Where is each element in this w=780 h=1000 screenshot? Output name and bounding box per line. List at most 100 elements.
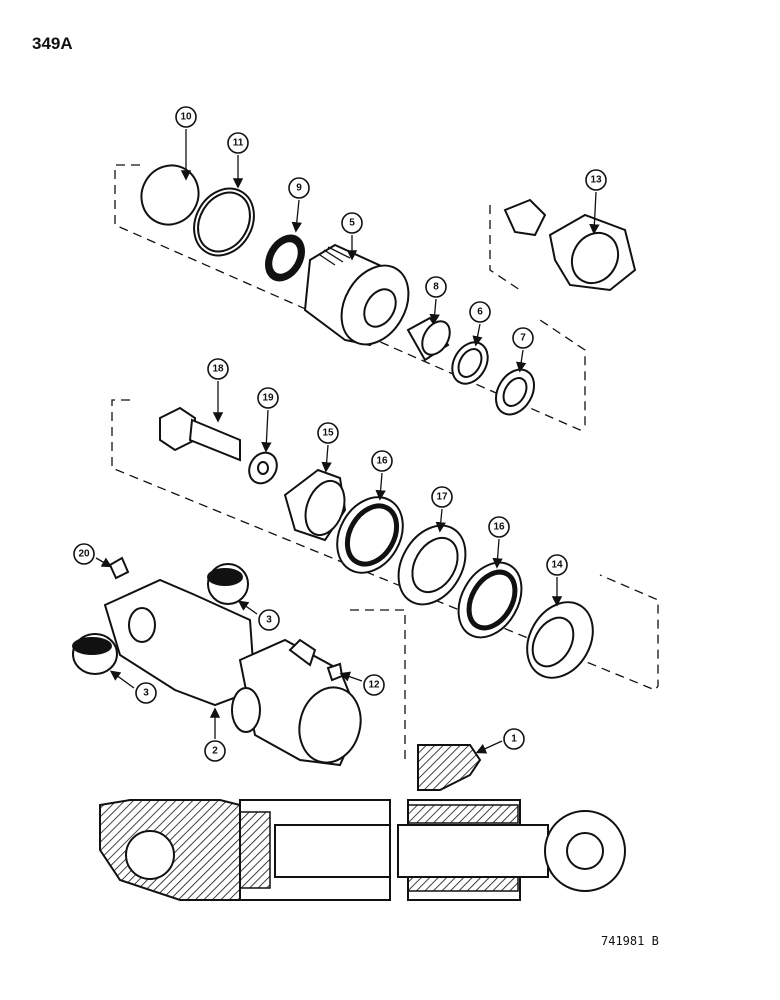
wear-ring-17	[397, 524, 467, 606]
callout-label: 19	[262, 393, 274, 404]
leader-line	[435, 508, 446, 533]
callout-18: 18	[207, 358, 229, 380]
pivot-group-outline	[350, 609, 406, 765]
leader-line	[492, 538, 503, 569]
callout-6: 6	[469, 301, 491, 323]
bushing-8	[406, 316, 451, 362]
callout-label: 10	[180, 112, 192, 123]
callout-circle	[363, 674, 385, 696]
callout-16: 16	[371, 450, 393, 472]
callout-label: 2	[212, 746, 218, 757]
callout-label: 13	[590, 175, 602, 186]
callout-circle	[371, 450, 393, 472]
callout-label: 6	[477, 307, 483, 318]
callout-20: 20	[73, 543, 95, 565]
leader-line	[321, 444, 332, 473]
callout-circle	[258, 609, 280, 631]
callout-1: 1	[503, 728, 525, 750]
backup-ring-11	[193, 187, 255, 257]
callout-circle	[288, 177, 310, 199]
callout-label: 15	[322, 428, 334, 439]
callout-circle	[175, 106, 197, 128]
callout-circle	[227, 132, 249, 154]
nut-14	[526, 601, 594, 679]
callout-7: 7	[512, 327, 534, 349]
bushing-3-upper	[207, 563, 249, 605]
callout-label: 3	[143, 688, 149, 699]
callout-circle	[341, 212, 363, 234]
callout-label: 11	[233, 138, 244, 149]
callout-circle	[431, 486, 453, 508]
bolt-18	[159, 406, 241, 462]
upper-group-outline	[114, 164, 586, 431]
callout-circle	[207, 358, 229, 380]
seal-16-upper	[336, 496, 404, 574]
callout-label: 12	[368, 680, 380, 691]
callout-10: 10	[175, 106, 197, 128]
callout-15: 15	[317, 422, 339, 444]
callout-3: 3	[135, 682, 157, 704]
leader-line	[261, 409, 272, 453]
callout-8: 8	[425, 276, 447, 298]
callout-label: 16	[376, 456, 388, 467]
callout-circle	[73, 543, 95, 565]
wiper-7	[495, 368, 535, 416]
callout-label: 16	[493, 522, 505, 533]
callout-label: 9	[296, 183, 302, 194]
leader-line	[291, 199, 302, 233]
callout-label: 5	[349, 218, 355, 229]
callout-label: 3	[266, 615, 272, 626]
leader-line	[475, 740, 503, 754]
rod-eye-13	[503, 198, 637, 292]
callout-circle	[546, 554, 568, 576]
grease-fitting-20	[108, 556, 130, 580]
callout-circle	[317, 422, 339, 444]
page-number: 349A	[32, 34, 73, 53]
leader-line	[339, 671, 363, 682]
callout-label: 8	[433, 282, 439, 293]
callout-16: 16	[488, 516, 510, 538]
leader-line	[429, 298, 440, 325]
callout-label: 7	[520, 333, 526, 344]
callout-circle	[503, 728, 525, 750]
callout-circle	[425, 276, 447, 298]
leader-line	[375, 472, 386, 501]
bushing-3-lower	[72, 633, 118, 675]
callout-label: 20	[78, 549, 90, 560]
callout-11: 11	[227, 132, 249, 154]
seal-9	[265, 234, 305, 282]
callout-circle	[488, 516, 510, 538]
callout-3: 3	[258, 609, 280, 631]
callout-label: 18	[212, 364, 224, 375]
callout-label: 17	[436, 492, 448, 503]
callout-circle	[257, 387, 279, 409]
callout-circle	[585, 169, 607, 191]
leader-line	[237, 600, 258, 615]
piston-15	[283, 468, 347, 542]
drawing-code: 741981 B	[601, 934, 659, 948]
callout-9: 9	[288, 177, 310, 199]
seal-16-lower	[457, 561, 523, 639]
washer-19	[248, 451, 278, 485]
leader-line	[95, 557, 113, 568]
lower-group-outline	[111, 399, 659, 691]
callout-label: 1	[511, 734, 517, 745]
assembled-cylinder-section	[99, 744, 626, 901]
callout-5: 5	[341, 212, 363, 234]
leader-line	[109, 670, 135, 689]
ring-6	[451, 341, 489, 385]
callout-circle	[469, 301, 491, 323]
callout-circle	[512, 327, 534, 349]
callout-circle	[135, 682, 157, 704]
callout-label: 14	[551, 560, 563, 571]
callout-13: 13	[585, 169, 607, 191]
callout-12: 12	[363, 674, 385, 696]
leader-lines	[95, 129, 600, 754]
callout-17: 17	[431, 486, 453, 508]
callout-19: 19	[257, 387, 279, 409]
leader-line	[472, 323, 483, 347]
leader-line	[589, 191, 600, 235]
callout-circle	[204, 740, 226, 762]
cylinder-head-5	[303, 243, 410, 347]
